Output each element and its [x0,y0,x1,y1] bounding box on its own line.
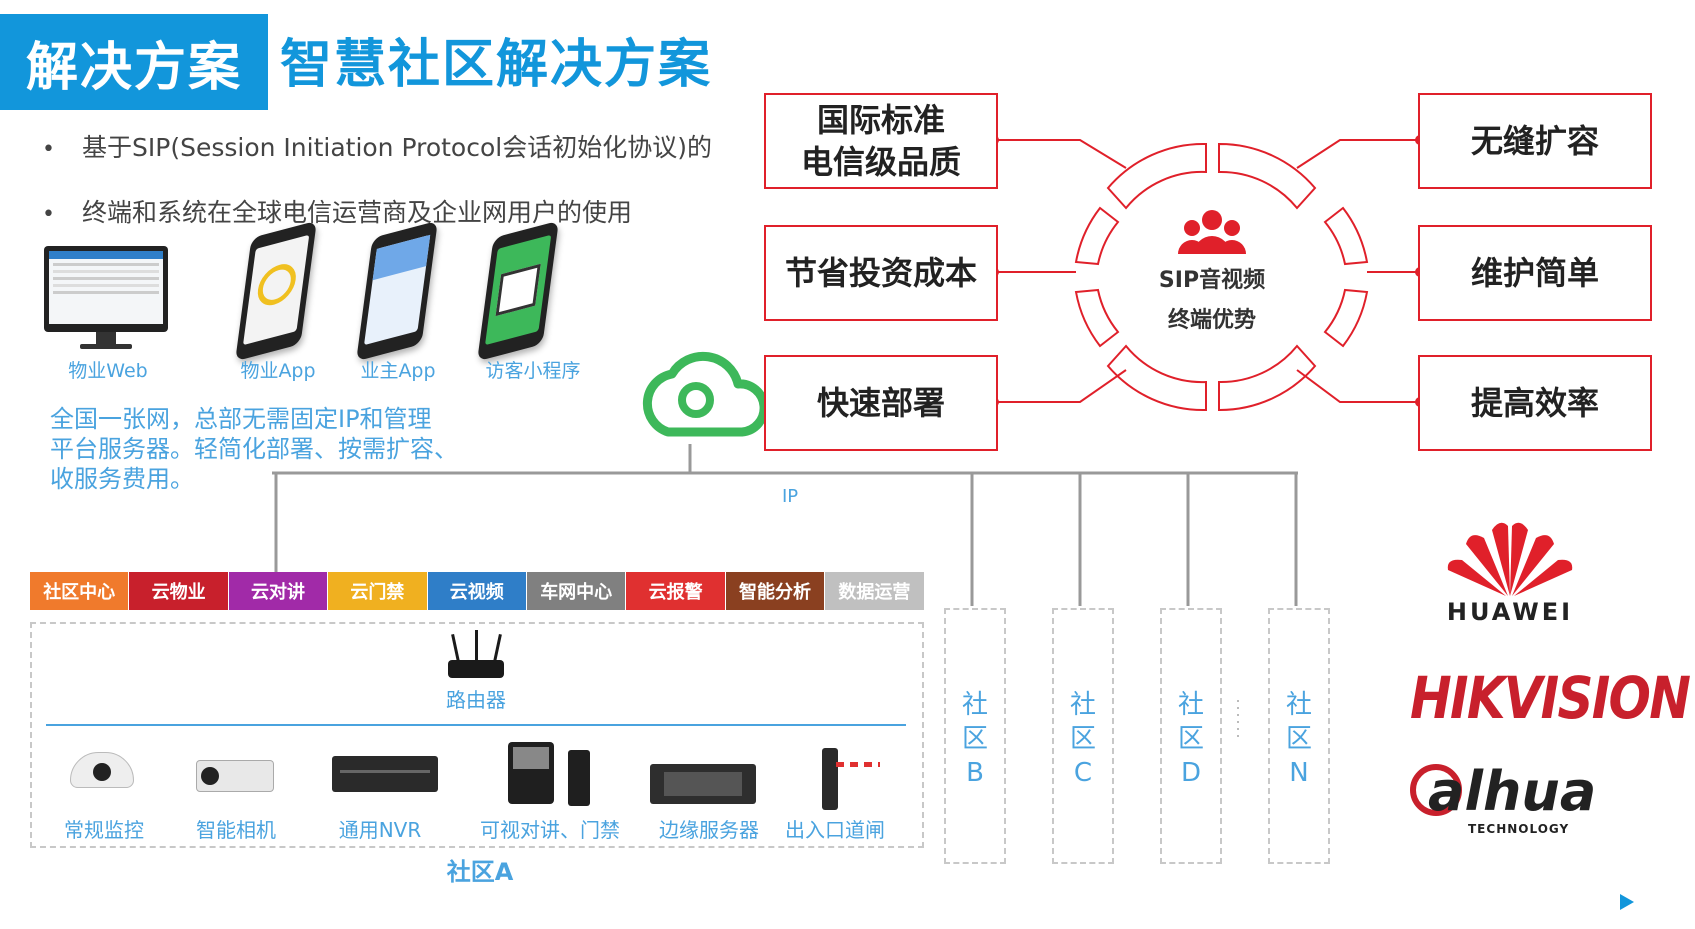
device-label-web: 物业Web [68,360,148,382]
bullet-text: 基于SIP(Session Initiation Protocol会话初始化协议… [82,133,712,162]
service-tab: 车网中心 [527,572,626,610]
next-slide-arrow-icon[interactable] [1620,894,1634,910]
product-label: 通用NVR [338,818,422,842]
hikvision-logo: HIKVISION [1410,664,1691,732]
monitor-icon [44,246,168,332]
device-label-visitor-miniapp: 访客小程序 [485,360,581,382]
advantage-box-maintain: 维护简单 [1418,225,1652,321]
network-text-line: 收服务费用。 [50,465,194,493]
bullet-text: 终端和系统在全球电信运营商及企业网用户的使用 [82,198,633,227]
advantage-text: 国际标准 [816,101,945,139]
community-text: 社 [1069,690,1096,720]
service-tab: 云视频 [427,572,526,610]
center-label-line1: SIP音视频 [1158,268,1266,293]
network-description: 全国一张网，总部无需固定IP和管理 平台服务器。轻简化部署、按需扩容、 收服务费… [50,404,490,494]
service-tab: 云物业 [129,572,228,610]
service-tab: 智能分析 [725,572,825,610]
advantage-box-standard: 国际标准电信级品质 [764,93,998,189]
advantage-ring [1074,142,1369,412]
product-label: 常规监控 [64,818,144,842]
community-text: N [1289,758,1309,788]
advantage-text: 节省投资成本 [784,254,977,292]
community-text: C [1073,758,1093,788]
barrier-gate-icon [822,748,838,810]
product-label: 可视对讲、门禁 [480,818,620,842]
router-label: 路由器 [446,688,506,712]
community-a-label: 社区A [446,858,514,886]
bullet-marker: • [42,137,55,162]
service-tab: 云门禁 [328,572,427,610]
advantage-text: 快速部署 [816,384,945,422]
community-text: 社 [1177,690,1204,720]
advantage-box-deploy: 快速部署 [764,355,998,451]
community-text: 区 [1285,724,1312,754]
ip-label: IP [782,486,799,507]
dahua-ring-icon [1410,764,1462,816]
huawei-logo-icon [1447,522,1573,596]
network-text-line: 全国一张网，总部无需固定IP和管理 [50,405,432,433]
lan-line [46,724,906,726]
dahua-logo: alhua [1428,760,1597,823]
service-tab: 社区中心 [30,572,129,610]
cloud-icon [642,351,769,437]
bullet-item: • 终端和系统在全球电信运营商及企业网用户的使用 [42,193,632,229]
device-label-owner-app: 业主App [360,360,436,382]
router-icon [448,660,504,678]
people-icon [1178,210,1246,254]
bullet-marker: • [42,202,55,227]
service-tab: 云报警 [626,572,725,610]
monitor-base-icon [80,344,132,349]
barrier-arm-icon [836,762,880,767]
advantage-box-scale: 无缝扩容 [1418,93,1652,189]
network-text-line: 平台服务器。轻简化部署、按需扩容、 [50,435,458,463]
community-text: 区 [1069,724,1096,754]
advantage-box-cost: 节省投资成本 [764,225,998,321]
device-label-property-app: 物业App [240,360,316,382]
community-text: D [1180,758,1202,788]
edge-server-icon [650,764,756,804]
page-title: 智慧社区解决方案 [280,35,713,95]
huawei-logo-text: HUAWEI [1446,598,1574,626]
community-text: 社 [1285,690,1312,720]
community-a-box [30,622,924,848]
monitor-stand-icon [96,332,116,346]
advantage-text: 提高效率 [1470,384,1599,422]
router-antenna-icon [475,630,478,660]
section-tag: 解决方案 [0,14,268,110]
advantage-text: 维护简单 [1470,254,1599,292]
intercom-icon [508,742,554,804]
community-text: 社 [961,690,988,720]
advantage-text: 无缝扩容 [1470,122,1599,160]
product-label: 智能相机 [196,818,276,842]
product-label: 边缘服务器 [659,818,759,842]
service-tab: 云对讲 [228,572,328,610]
access-control-icon [568,750,590,806]
bullet-camera-icon [196,760,274,792]
nvr-icon [332,756,438,792]
center-label-line2: 终端优势 [1167,308,1256,333]
service-tab: 数据运营 [825,572,924,610]
bullet-item: • 基于SIP(Session Initiation Protocol会话初始化协… [42,128,712,164]
advantage-connectors [994,139,1420,403]
dahua-logo-sub: TECHNOLOGY [1468,822,1570,836]
product-label: 出入口道闸 [785,818,885,842]
community-text: 区 [1177,724,1204,754]
community-text: B [966,758,984,788]
advantage-box-efficiency: 提高效率 [1418,355,1652,451]
advantage-text: 电信级品质 [800,143,961,181]
community-text: 区 [961,724,988,754]
